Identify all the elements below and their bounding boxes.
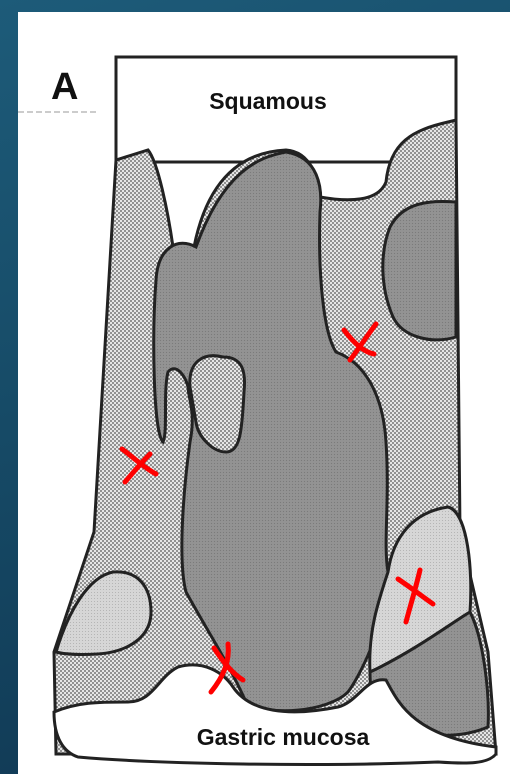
panel-label: A	[51, 66, 78, 108]
squamous-label: Squamous	[209, 88, 327, 114]
figure-frame: A Squamous Gastric mucosa	[18, 12, 510, 774]
esophagus-biopsy-diagram: A Squamous Gastric mucosa	[18, 12, 510, 774]
gastric-mucosa-label: Gastric mucosa	[197, 724, 370, 750]
dark-region-right-upper	[383, 201, 456, 339]
light-patch-left	[56, 572, 151, 655]
